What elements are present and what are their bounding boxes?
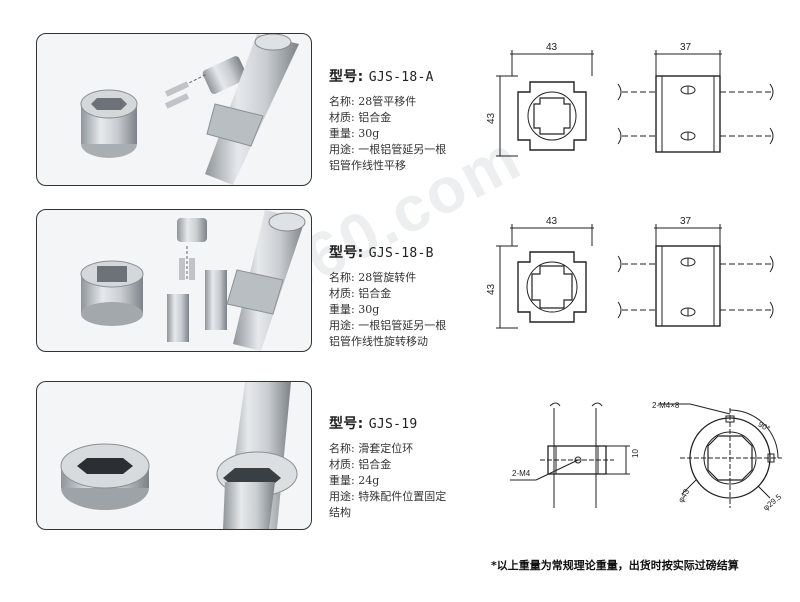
dim-width: 43 bbox=[546, 42, 558, 53]
spec-usage: 用途: 特殊配件位置固定 bbox=[329, 490, 447, 503]
spec-usage-cont: 铝管作线性平移 bbox=[329, 159, 406, 172]
aluminum-tube bbox=[205, 34, 299, 185]
model-code: GJS-18-A bbox=[368, 70, 434, 85]
product-photo-gjs-19 bbox=[36, 381, 312, 530]
insert-part bbox=[164, 56, 248, 109]
dim-width: 43 bbox=[546, 216, 558, 227]
dim-screw-top: 2-M4×8 bbox=[652, 401, 680, 410]
model-label: 型号: bbox=[329, 69, 364, 85]
spec-weight: 重量: 30g bbox=[329, 303, 380, 316]
spec-usage: 用途: 一根铝管延另一根 bbox=[329, 319, 447, 332]
dim-height: 43 bbox=[486, 112, 497, 124]
spec-material: 材质: 铝合金 bbox=[329, 458, 392, 471]
model-title: 型号: GJS-18-B bbox=[329, 242, 499, 262]
model-title: 型号: GJS-18-A bbox=[329, 66, 499, 86]
dim-height: 43 bbox=[486, 283, 497, 295]
spec-usage-cont: 结构 bbox=[329, 506, 351, 519]
spec-name: 名称: 28管旋转件 bbox=[329, 271, 417, 284]
ring-part bbox=[60, 443, 150, 510]
insert-part bbox=[167, 218, 227, 342]
aluminum-tube bbox=[226, 210, 306, 351]
spec-usage: 用途: 一根铝管延另一根 bbox=[329, 143, 447, 156]
drawing-gjs-19: 2-M4 10 2-M4×8 90° φ43 φ29.5 bbox=[510, 401, 784, 513]
spec-material: 材质: 铝合金 bbox=[329, 111, 392, 124]
spec-name: 名称: 滑套定位环 bbox=[329, 442, 414, 455]
spec-name: 名称: 28管平移件 bbox=[329, 95, 417, 108]
dim-gap: 10 bbox=[631, 449, 640, 458]
dim-inner: φ29.5 bbox=[761, 492, 783, 513]
dim-angle: 90° bbox=[757, 420, 772, 434]
dim-screw-side: 2-M4 bbox=[512, 469, 531, 478]
weight-footnote: *以上重量为常规理论重量，出货时按实际过磅结算 bbox=[491, 559, 739, 572]
product-photo-gjs-18-a bbox=[36, 33, 312, 186]
spec-block-gjs-19: 型号: GJS-19 名称: 滑套定位环 材质: 铝合金 重量: 24g 用途:… bbox=[329, 413, 499, 521]
spec-block-gjs-18-b: 型号: GJS-18-B 名称: 28管旋转件 材质: 铝合金 重量: 30g … bbox=[329, 242, 499, 350]
spec-usage-cont: 铝管作线性旋转移动 bbox=[329, 335, 428, 348]
drawing-gjs-18-a: 43 43 37 bbox=[486, 42, 774, 157]
model-title: 型号: GJS-19 bbox=[329, 413, 499, 433]
model-code: GJS-19 bbox=[368, 417, 418, 432]
dim-length: 37 bbox=[680, 42, 692, 53]
collar-part bbox=[80, 260, 144, 326]
spec-weight: 重量: 24g bbox=[329, 474, 380, 487]
spec-block-gjs-18-a: 型号: GJS-18-A 名称: 28管平移件 材质: 铝合金 重量: 30g … bbox=[329, 66, 499, 174]
aluminum-tube bbox=[216, 382, 298, 529]
drawing-gjs-18-b: 43 43 37 bbox=[486, 216, 774, 329]
model-code: GJS-18-B bbox=[368, 246, 434, 261]
dim-length: 37 bbox=[680, 216, 692, 227]
model-label: 型号: bbox=[329, 245, 364, 261]
model-label: 型号: bbox=[329, 416, 364, 432]
dim-outer: φ43 bbox=[676, 487, 691, 504]
product-photo-gjs-18-b bbox=[36, 209, 312, 352]
collar-part bbox=[80, 89, 138, 158]
spec-weight: 重量: 30g bbox=[329, 127, 380, 140]
spec-material: 材质: 铝合金 bbox=[329, 287, 392, 300]
